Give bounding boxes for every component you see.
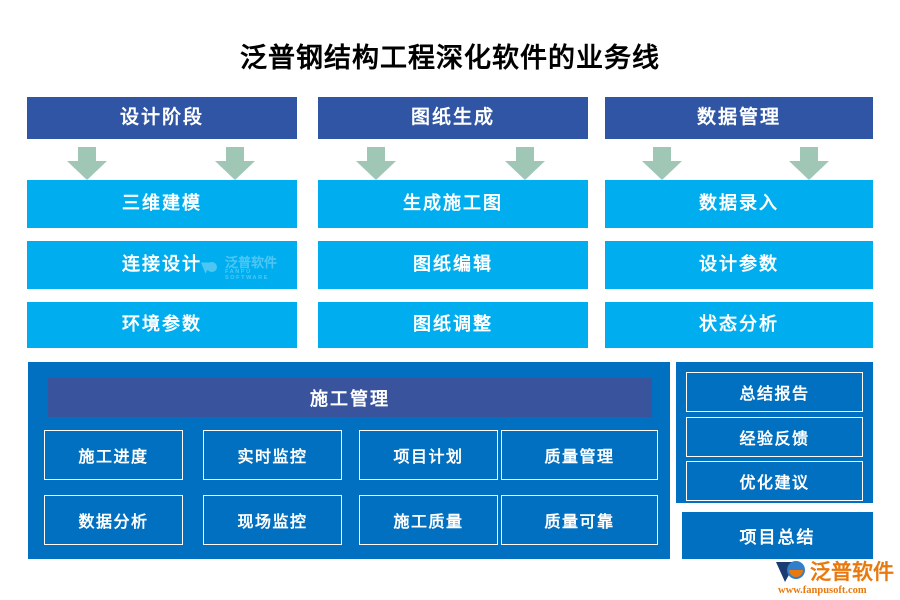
panel-cell-project-plan[interactable]: 项目计划 — [359, 430, 498, 480]
item-environment-parameters[interactable]: 环境参数 — [27, 302, 297, 348]
down-arrow-icon — [640, 147, 684, 181]
item-design-parameters[interactable]: 设计参数 — [605, 241, 873, 289]
down-arrow-icon — [354, 147, 398, 181]
item-drawing-adjustment[interactable]: 图纸调整 — [318, 302, 588, 348]
panel-cell-data-analysis[interactable]: 数据分析 — [44, 495, 183, 545]
panel-cell-quality-reliable[interactable]: 质量可靠 — [501, 495, 658, 545]
page-title: 泛普钢结构工程深化软件的业务线 — [240, 43, 660, 73]
summary-cell-summary-report[interactable]: 总结报告 — [686, 372, 863, 412]
panel-cell-construction-quality[interactable]: 施工质量 — [359, 495, 498, 545]
item-data-entry[interactable]: 数据录入 — [605, 180, 873, 228]
down-arrow-icon — [65, 147, 109, 181]
column-header-drawing-generation[interactable]: 图纸生成 — [318, 97, 588, 139]
panel-cell-quality-management[interactable]: 质量管理 — [501, 430, 658, 480]
item-connection-design[interactable]: 连接设计 — [27, 241, 297, 289]
column-header-design-stage[interactable]: 设计阶段 — [27, 97, 297, 139]
panel-cell-construction-progress[interactable]: 施工进度 — [44, 430, 183, 480]
item-drawing-editing[interactable]: 图纸编辑 — [318, 241, 588, 289]
project-summary-box[interactable]: 项目总结 — [682, 512, 873, 559]
down-arrow-icon — [787, 147, 831, 181]
summary-cell-optimization-suggestion[interactable]: 优化建议 — [686, 461, 863, 501]
fanpu-mark-icon — [776, 561, 805, 582]
column-header-data-management[interactable]: 数据管理 — [605, 97, 873, 139]
panel-cell-real-time-monitoring[interactable]: 实时监控 — [203, 430, 342, 480]
summary-cell-experience-feedback[interactable]: 经验反馈 — [686, 417, 863, 457]
down-arrow-icon — [213, 147, 257, 181]
fanpu-logo: 泛普软件 www.fanpusoft.com — [776, 556, 896, 596]
down-arrow-icon — [503, 147, 547, 181]
panel-cell-onsite-monitoring[interactable]: 现场监控 — [203, 495, 342, 545]
logo-brand: 泛普软件 — [810, 561, 894, 584]
logo-url: www.fanpusoft.com — [778, 585, 867, 596]
panel-header-construction-management[interactable]: 施工管理 — [48, 378, 652, 417]
item-generate-construction-drawing[interactable]: 生成施工图 — [318, 180, 588, 228]
item-3d-modeling[interactable]: 三维建模 — [27, 180, 297, 228]
item-state-analysis[interactable]: 状态分析 — [605, 302, 873, 348]
